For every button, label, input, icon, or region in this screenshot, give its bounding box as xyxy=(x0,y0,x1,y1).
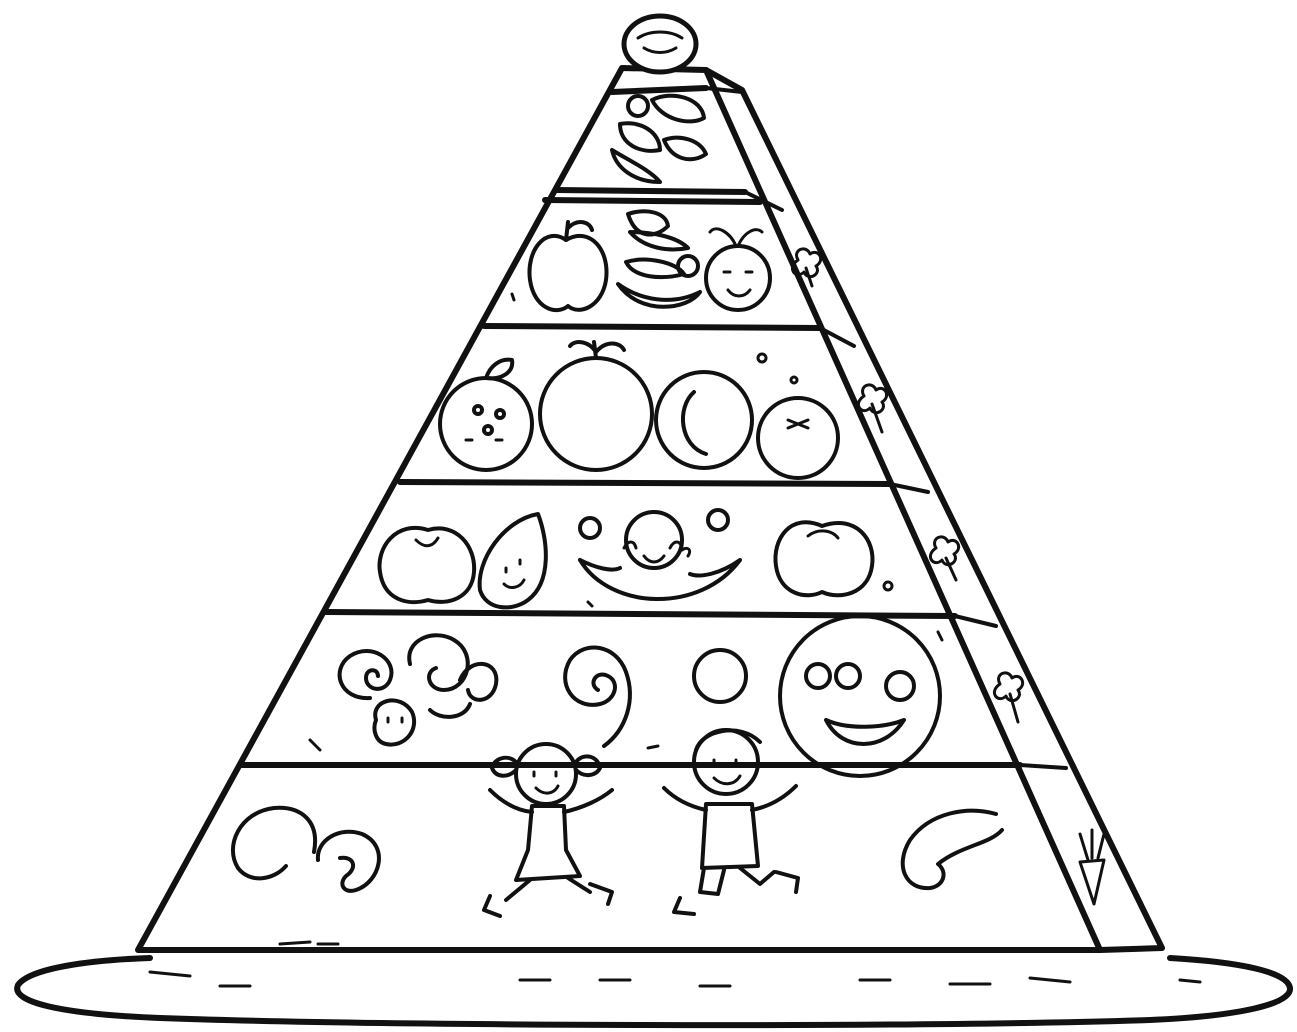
round-fruit-icon xyxy=(656,372,752,468)
smiling-pear-icon xyxy=(480,514,546,607)
smiling-face-fruit-icon xyxy=(780,616,940,776)
tomato-icon xyxy=(758,398,838,478)
tier-6-marks xyxy=(280,942,338,944)
swirl-cluster-icon xyxy=(340,635,497,744)
pyramid-body xyxy=(138,68,1162,950)
mixed-fruit-cluster-icon xyxy=(612,96,706,182)
tier-4-mark xyxy=(588,602,592,606)
clover-icon xyxy=(994,673,1022,722)
tier-4-mark xyxy=(884,582,892,590)
cashew-icon xyxy=(903,811,1002,888)
carrot-icon xyxy=(1080,830,1104,904)
peach-icon xyxy=(379,528,474,602)
round-bread-icon xyxy=(624,16,696,72)
tier-5-marks xyxy=(310,632,942,750)
orange-icon xyxy=(540,342,652,470)
tier-3-marks xyxy=(758,354,797,383)
pea-icon xyxy=(694,650,746,702)
sliced-fruit-icon xyxy=(618,211,700,306)
tier-2-mark xyxy=(512,294,514,300)
smiling-bowl-icon xyxy=(580,510,740,599)
apple-icon xyxy=(775,522,872,595)
child-girl-icon xyxy=(484,744,612,916)
ground-mound xyxy=(17,958,1290,1025)
smiling-fruit-icon xyxy=(706,229,770,310)
cashew-icon xyxy=(233,808,379,891)
apple-icon xyxy=(529,222,606,310)
child-boy-icon xyxy=(664,730,798,914)
swirl-icon xyxy=(565,648,630,747)
